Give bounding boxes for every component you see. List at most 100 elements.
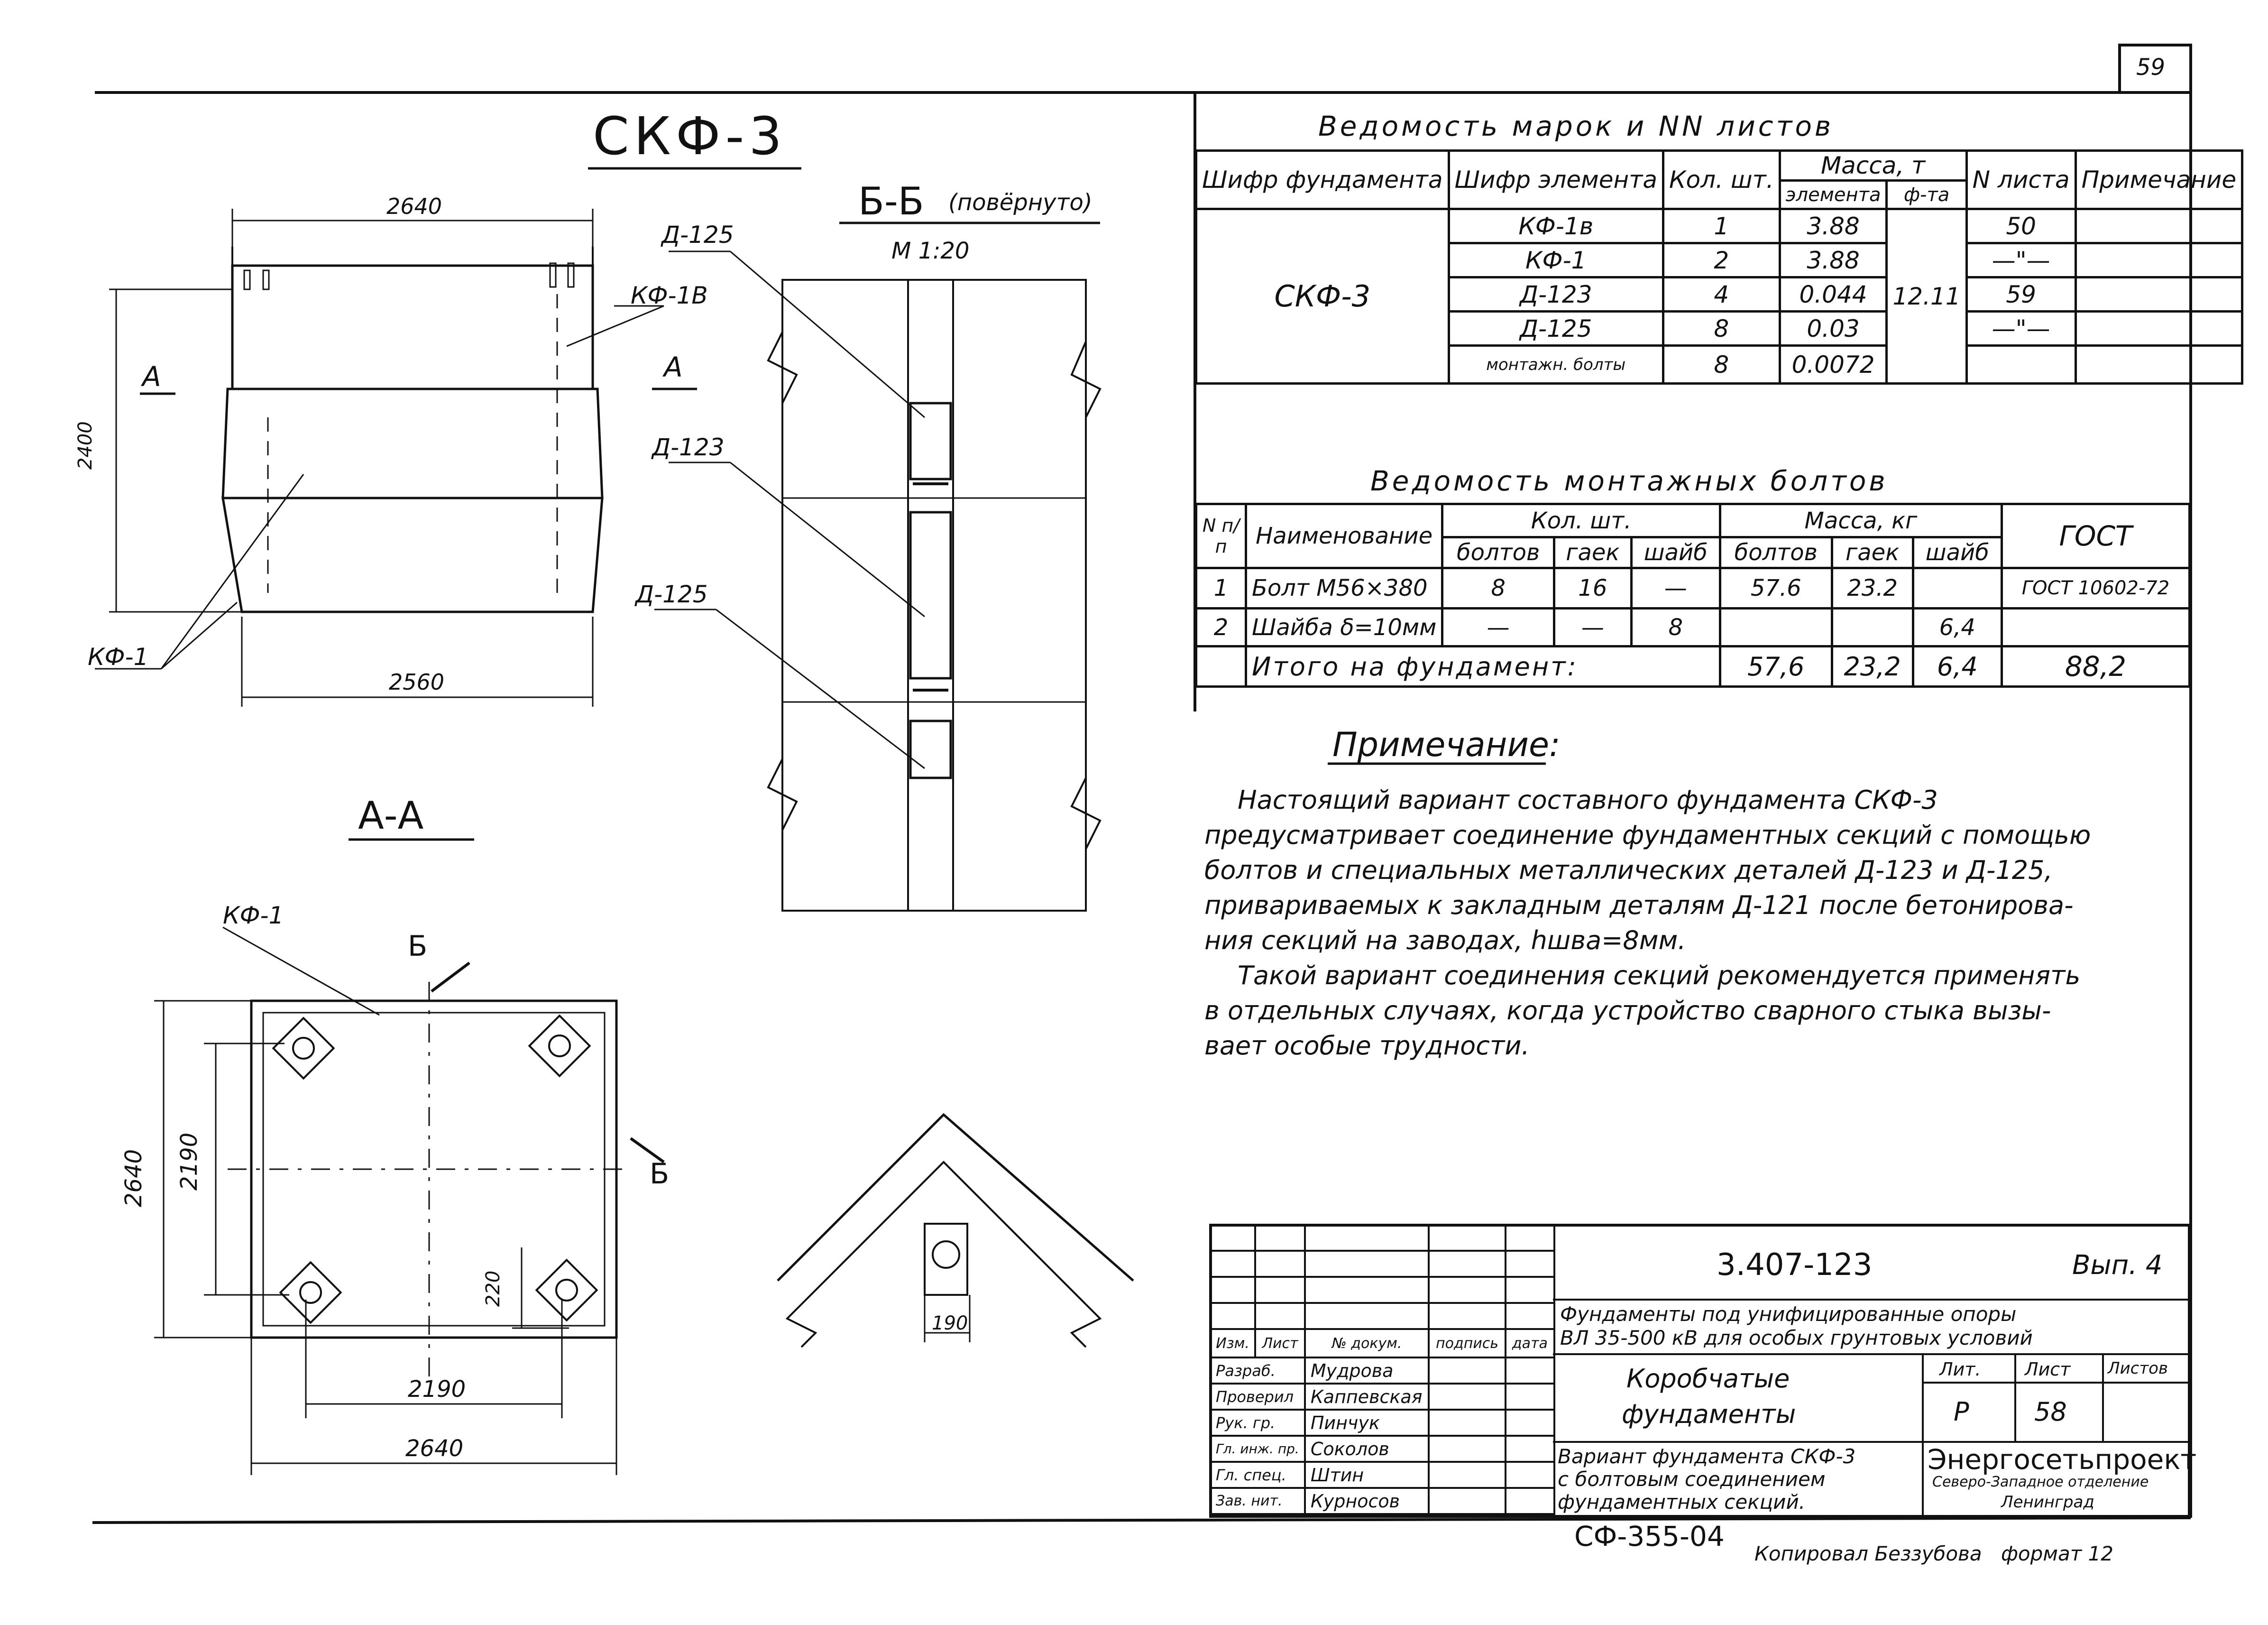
tb-sheet-title-1: Коробчатые xyxy=(1626,1364,1790,1394)
section-bb-label-d125-bottom: Д-125 xyxy=(635,581,708,608)
bolts-total-num xyxy=(1195,645,1247,688)
bolts-row-q-bolts: 8 xyxy=(1441,567,1556,609)
note-body: Настоящий вариант составного фундамента … xyxy=(1204,783,2153,1063)
elev-section-mark-left: А xyxy=(142,360,161,393)
tb-sig-name: Курносов xyxy=(1304,1487,1430,1515)
marks-hdr-mass: Масса, т xyxy=(1778,149,1968,182)
elev-section-mark-right: А xyxy=(664,351,683,383)
tb-sheets-label: Листов xyxy=(2108,1359,2168,1378)
marks-row-mass: 0.0072 xyxy=(1778,344,1888,385)
tb-col-change: Изм. xyxy=(1209,1328,1257,1358)
bolts-hdr-m-washers: шайб xyxy=(1911,536,2003,569)
marks-hdr-qty: Кол. шт. xyxy=(1662,149,1781,210)
bolts-total-m-nuts: 23,2 xyxy=(1830,645,1914,688)
note-line: вает особые трудности. xyxy=(1204,1031,1530,1061)
bolts-hdr-mass: Масса, кг xyxy=(1718,503,2003,538)
tb-desc-1: Вариант фундамента СКФ-3 xyxy=(1558,1445,1856,1468)
marks-row-note xyxy=(2074,310,2244,347)
marks-row-element: КФ-1 xyxy=(1447,242,1664,278)
marks-row-element: Д-125 xyxy=(1447,310,1664,347)
plan-section-mark-top: Б xyxy=(408,930,428,963)
marks-hdr-mass-foundation: ф-та xyxy=(1885,179,1968,210)
marks-row-mass: 0.044 xyxy=(1778,276,1888,313)
bolts-total-label: Итого на фундамент: xyxy=(1245,645,1721,688)
tb-lit-value: Р xyxy=(1954,1397,1969,1427)
bolts-row-q-bolts: — xyxy=(1441,607,1556,647)
plan-dim-outer-w: 2640 xyxy=(405,1435,464,1462)
marks-row-note xyxy=(2074,242,2244,278)
note-line: Такой вариант соединения секций рекоменд… xyxy=(1238,960,2081,990)
section-bb-label-d123: Д-123 xyxy=(652,434,725,461)
tb-sheet-value: 58 xyxy=(2034,1397,2067,1427)
marks-row-qty: 8 xyxy=(1662,344,1781,385)
marks-row-note xyxy=(2074,208,2244,244)
section-bb-rotated-note: (повёрнуто) xyxy=(948,189,1093,216)
tb-sig-role: Гл. инж. пр. xyxy=(1209,1435,1306,1463)
tb-sig-name: Штин xyxy=(1304,1461,1430,1489)
tb-sheet-title-2: фундаменты xyxy=(1622,1399,1796,1429)
bolts-table-title: Ведомость монтажных болтов xyxy=(1370,465,1888,497)
page-number: 59 xyxy=(2136,54,2166,81)
bolts-hdr-name: Наименование xyxy=(1244,503,1444,569)
marks-row-mass: 0.03 xyxy=(1778,310,1888,347)
plan-dim-inner-w: 2190 xyxy=(408,1376,466,1403)
marks-row-sheet: —"— xyxy=(1965,242,2077,278)
bolts-row-num: 1 xyxy=(1195,567,1247,609)
tb-sig-role: Проверил xyxy=(1209,1383,1306,1411)
title-block-signatures: Изм. Лист № докум. подпись дата Разраб.М… xyxy=(1209,1224,1556,1515)
marks-hdr-mass-element: элемента xyxy=(1778,179,1888,210)
bolts-row-m-nuts: 23.2 xyxy=(1830,567,1914,609)
note-heading: Примечание: xyxy=(1332,725,1561,764)
tb-col-doc: № докум. xyxy=(1304,1328,1430,1358)
marks-foundation: СКФ-3 xyxy=(1195,208,1450,385)
tb-sig-name: Каппевская xyxy=(1304,1383,1430,1411)
marks-hdr-foundation-code: Шифр фундамента xyxy=(1195,149,1450,210)
marks-hdr-sheet-no: N листа xyxy=(1965,149,2077,210)
marks-hdr-element-code: Шифр элемента xyxy=(1447,149,1664,210)
marks-row-element: Д-123 xyxy=(1447,276,1664,313)
section-bb-label-d125-top: Д-125 xyxy=(661,221,734,249)
drawing-title: СКФ-3 xyxy=(593,106,787,166)
tb-lit-label: Лит. xyxy=(1939,1359,1981,1380)
tb-desc-3: фундаментных секций. xyxy=(1558,1490,1806,1514)
tb-project-title-2: ВЛ 35-500 кВ для особых грунтовых услови… xyxy=(1560,1326,2033,1349)
bolts-row-num: 2 xyxy=(1195,607,1247,647)
elev-label-kf1v: КФ-1В xyxy=(631,282,708,309)
marks-row-sheet: 50 xyxy=(1965,208,2077,244)
tb-org: Энергосетьпроект xyxy=(1928,1443,2197,1476)
bolts-hdr-m-nuts: гаек xyxy=(1830,536,1914,569)
plan-dim-inner-h: 2190 xyxy=(176,1132,202,1191)
bolts-total-m-washers: 6,4 xyxy=(1911,645,2003,688)
bolts-row-m-bolts xyxy=(1718,607,1833,647)
tb-sig-role: Рук. гр. xyxy=(1209,1409,1306,1437)
tb-code: 3.407-123 xyxy=(1717,1247,1873,1283)
marks-row-qty: 2 xyxy=(1662,242,1781,278)
marks-row-sheet: 59 xyxy=(1965,276,2077,313)
bolts-row-name: Шайба δ=10мм xyxy=(1244,607,1444,647)
tb-org-sub: Северо-Западное отделение xyxy=(1932,1474,2149,1490)
marks-row-qty: 8 xyxy=(1662,310,1781,347)
bolts-row-m-bolts: 57.6 xyxy=(1718,567,1833,609)
marks-row-sheet: —"— xyxy=(1965,310,2077,347)
detail-dim-190: 190 xyxy=(932,1312,968,1334)
marks-row-mass: 3.88 xyxy=(1778,242,1888,278)
bolts-hdr-num: N п/п xyxy=(1195,503,1247,569)
bolts-hdr-gost: ГОСТ xyxy=(2000,503,2191,569)
marks-row-qty: 4 xyxy=(1662,276,1781,313)
note-line: ния секций на заводах, hшва=8мм. xyxy=(1204,925,1686,955)
bolts-row-gost xyxy=(2000,607,2191,647)
bolts-hdr-q-nuts: гаек xyxy=(1553,536,1633,569)
marks-table-title: Ведомость марок и NN листов xyxy=(1318,110,1834,142)
bolts-row-m-washers xyxy=(1911,567,2003,609)
tb-project-title-1: Фундаменты под унифицированные опоры xyxy=(1560,1302,2017,1326)
plan-section-mark-right: Б xyxy=(650,1157,670,1191)
title-block-lines xyxy=(1553,1299,2191,1518)
bolts-hdr-q-washers: шайб xyxy=(1630,536,1721,569)
marks-table: Шифр фундамента Шифр элемента Кол. шт. М… xyxy=(1195,149,2244,385)
elev-dim-bottom: 2560 xyxy=(389,669,445,695)
tb-sig-role: Зав. нит. xyxy=(1209,1487,1306,1515)
bolts-row-m-nuts xyxy=(1830,607,1914,647)
format-label: формат 12 xyxy=(2001,1542,2113,1565)
tb-sig-name: Мудрова xyxy=(1304,1357,1430,1385)
